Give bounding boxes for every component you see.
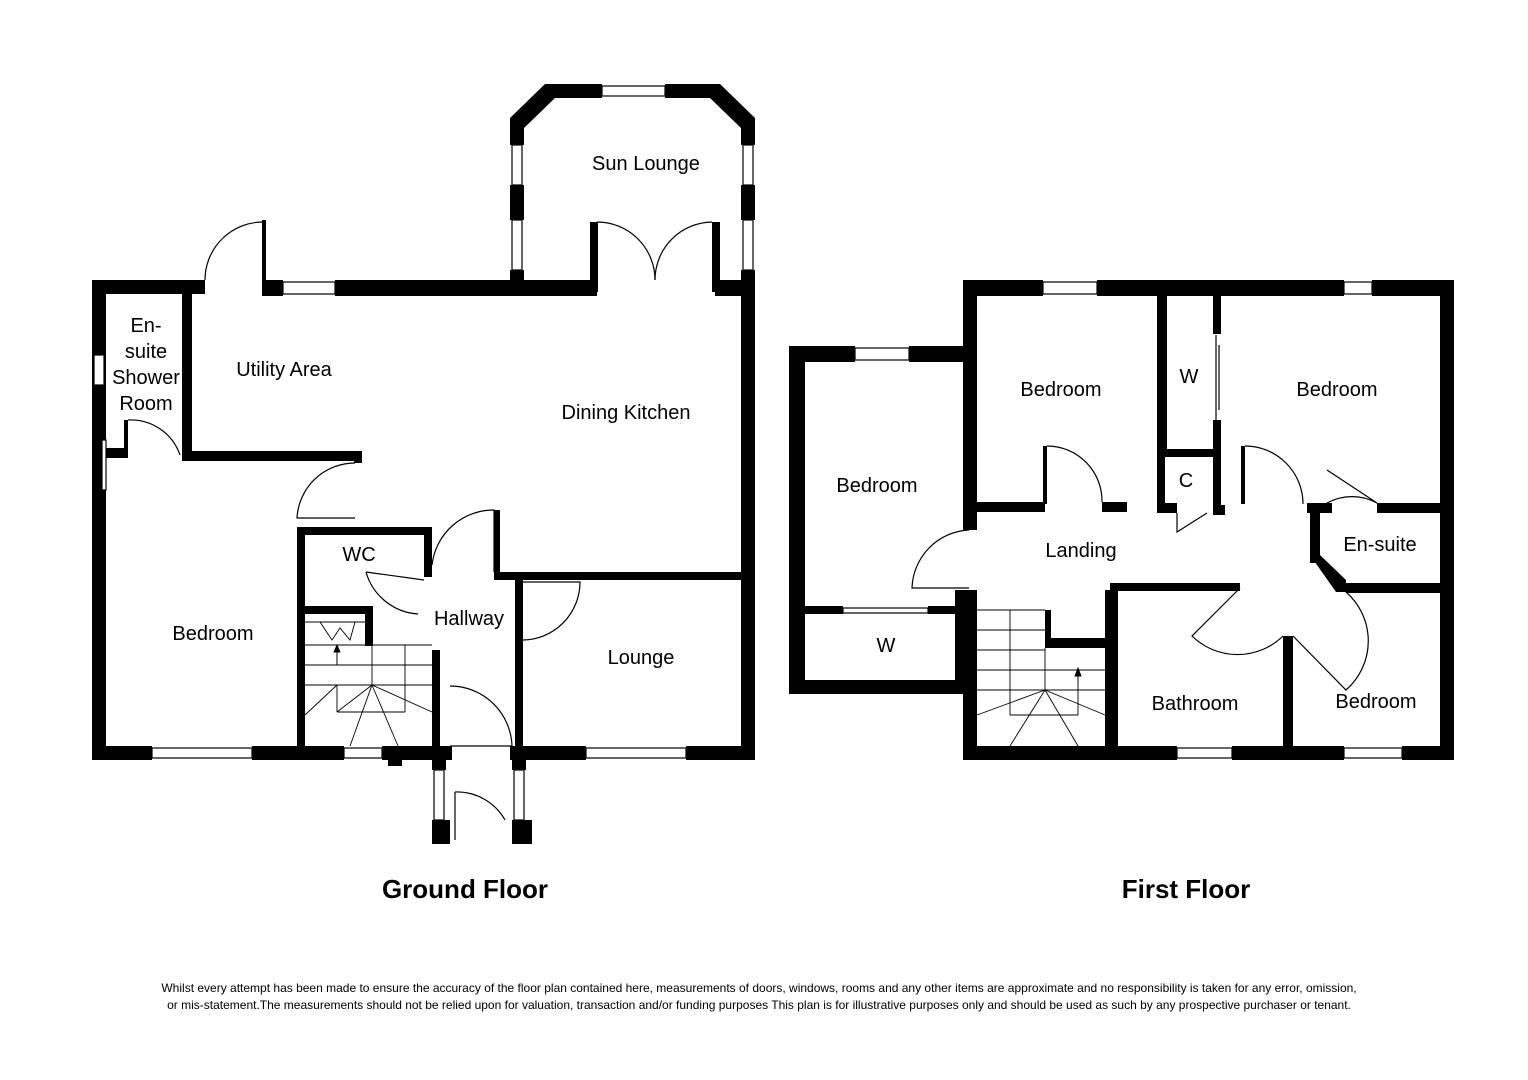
disclaimer-line-1: Whilst every attempt has been made to en… xyxy=(161,981,1357,995)
ensuite-shower-label-3: Shower xyxy=(112,367,180,389)
ground-floor-doors xyxy=(127,221,713,840)
utility-area-label: Utility Area xyxy=(236,359,332,381)
first-floor-walls xyxy=(789,280,1454,760)
wc-label: WC xyxy=(342,544,375,566)
sun-lounge-label: Sun Lounge xyxy=(592,153,700,175)
ensuite-shower-label-1: En- xyxy=(130,315,161,337)
ground-floor-stairs xyxy=(304,621,433,747)
disclaimer-text: Whilst every attempt has been made to en… xyxy=(100,980,1418,1014)
first-bedroom-left-label: Bedroom xyxy=(836,475,917,497)
first-bedroom-small-label: Bedroom xyxy=(1335,691,1416,713)
ensuite-shower-label-4: Room xyxy=(119,393,172,415)
wardrobe-left-label: W xyxy=(877,635,896,657)
cupboard-label: C xyxy=(1179,470,1193,492)
lounge-label: Lounge xyxy=(608,647,675,669)
first-floor-plan: Bedroom Bedroom W Bedroom C Landing En-s… xyxy=(789,280,1454,904)
ground-floor-plan: Sun Lounge Utility Area Dining Kitchen E… xyxy=(92,84,755,904)
ground-floor-walls xyxy=(92,84,755,844)
ground-bedroom-label: Bedroom xyxy=(172,623,253,645)
first-bedroom-top-label: Bedroom xyxy=(1020,379,1101,401)
first-bedroom-right-label: Bedroom xyxy=(1296,379,1377,401)
bathroom-label: Bathroom xyxy=(1152,693,1239,715)
first-ensuite-label: En-suite xyxy=(1343,534,1416,556)
first-floor-title: First Floor xyxy=(1122,874,1251,904)
ground-floor-title: Ground Floor xyxy=(382,874,548,904)
wardrobe-top-label: W xyxy=(1180,366,1199,388)
landing-label: Landing xyxy=(1045,540,1116,562)
hallway-label: Hallway xyxy=(434,608,504,630)
first-floor-windows xyxy=(842,281,1403,759)
ensuite-shower-label-2: suite xyxy=(125,341,167,363)
disclaimer-line-2: or mis-statement.The measurements should… xyxy=(167,998,1351,1012)
first-floor-stairs xyxy=(976,609,1106,747)
first-floor-doors xyxy=(911,335,1378,691)
dining-kitchen-label: Dining Kitchen xyxy=(562,402,691,424)
ground-floor-windows xyxy=(93,85,754,821)
